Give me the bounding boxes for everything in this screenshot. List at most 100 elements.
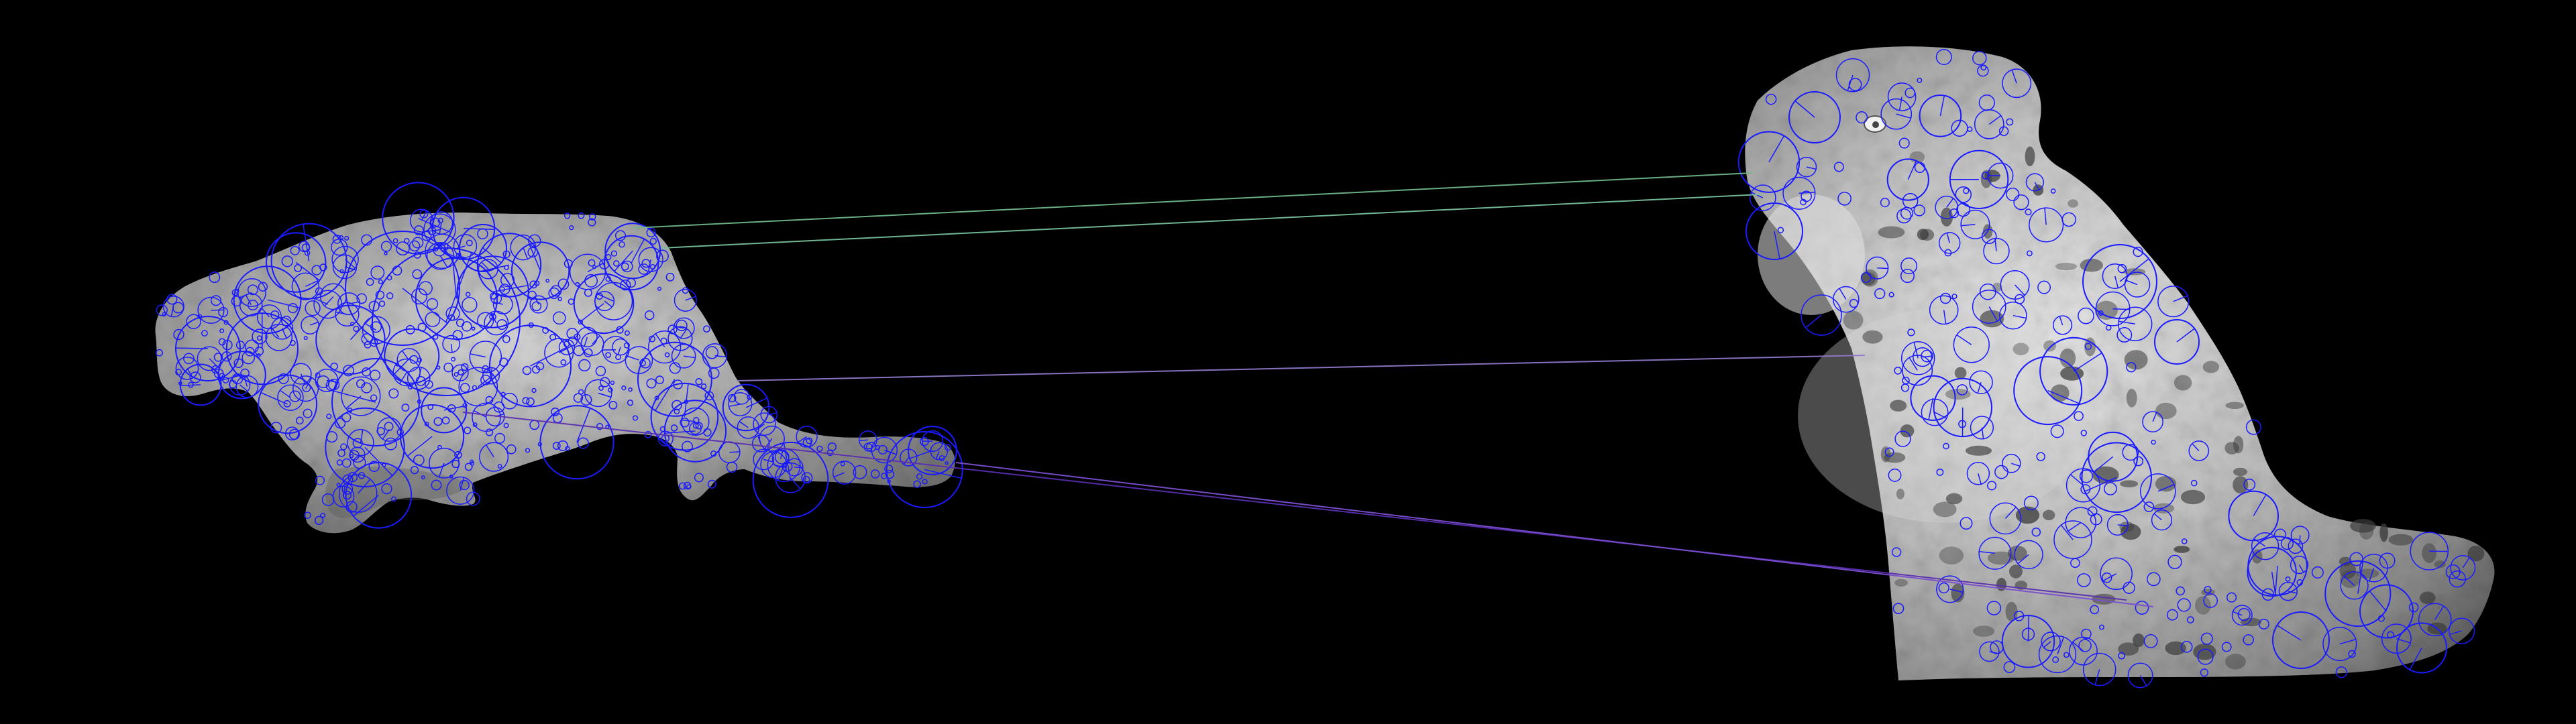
keypoint-orientation (1988, 115, 2002, 125)
left-keypoint (426, 298, 439, 310)
left-keypoint (644, 310, 655, 320)
keypoint-orientation (684, 355, 696, 359)
left-keypoint (277, 384, 304, 411)
right-keypoint (1938, 232, 1961, 254)
left-keypoint (476, 233, 542, 298)
right-keypoint (2381, 623, 2412, 654)
left-keypoint (667, 326, 693, 351)
fur-spot (1945, 493, 1963, 505)
left-keypoint (608, 400, 618, 410)
right-keypoint (2098, 310, 2104, 316)
left-keypoint (288, 303, 299, 314)
left-keypoint (304, 249, 311, 256)
keypoint-orientation (680, 328, 688, 339)
left-keypoint (774, 449, 790, 465)
left-keypoint (621, 262, 629, 271)
right-keypoint (2078, 639, 2092, 652)
fur-spot (1900, 424, 1915, 438)
keypoint-orientation (326, 379, 338, 383)
right-keypoint (1749, 184, 1776, 211)
left-keypoint (500, 391, 506, 398)
left-keypoint (802, 438, 812, 448)
fur-spot (2195, 596, 2211, 615)
fur-spot (2133, 634, 2145, 648)
left-keypoint (870, 469, 880, 479)
left-keypoint (614, 230, 627, 241)
left-keypoints (156, 182, 963, 529)
keypoint-orientation (584, 337, 588, 347)
fur-spot (2180, 489, 2206, 505)
left-keypoint (945, 461, 949, 465)
right-keypoint (2200, 632, 2213, 645)
left-keypoint (448, 314, 455, 321)
right-keypoint (2335, 666, 2348, 678)
left-keypoint (580, 394, 592, 406)
left-keypoint (871, 436, 898, 464)
left-keypoint (418, 281, 433, 296)
left-keypoint (648, 330, 682, 364)
right-keypoint (1888, 292, 1894, 298)
left-keypoint (535, 362, 545, 371)
left-keypoint (580, 332, 604, 356)
right-keypoint (2002, 68, 2032, 99)
left-keypoint (816, 445, 823, 452)
left-keypoint (506, 444, 517, 455)
fur-spot (2123, 268, 2146, 276)
fur-spot (2467, 546, 2485, 562)
left-keypoint (551, 407, 560, 416)
right-keypoint (1891, 547, 1902, 557)
right-keypoint (1939, 292, 1951, 304)
left-keypoint (584, 379, 612, 408)
left-keypoint (270, 310, 280, 320)
right-keypoint (1833, 162, 1844, 172)
keypoint-orientation (755, 423, 765, 432)
right-keypoint (2104, 482, 2117, 495)
right-keypoint (2003, 661, 2016, 673)
right-keypoint (2340, 571, 2369, 600)
left-keypoint (500, 273, 515, 288)
left-keypoint (708, 367, 720, 379)
right-keypoint (2050, 424, 2064, 438)
right-keypoint (2448, 617, 2475, 644)
keypoint-orientation (470, 353, 486, 358)
fur-spot (2068, 199, 2078, 208)
right-keypoint (2002, 454, 2021, 473)
fur-spot (2060, 366, 2084, 381)
left-keypoint (705, 346, 719, 359)
right-keypoint (2226, 592, 2237, 603)
keypoint-orientation (460, 477, 465, 491)
left-leopard-shadow (325, 467, 470, 518)
right-keypoint (2063, 652, 2070, 658)
right-keypoint (1886, 158, 1929, 201)
left-keypoint (528, 234, 541, 247)
keypoint-orientation (1979, 550, 1995, 554)
right-keypoint (2100, 557, 2133, 591)
left-keypoint (641, 259, 651, 268)
right-keypoint (2069, 636, 2098, 666)
left-keypoint (588, 213, 596, 221)
left-keypoint (384, 437, 397, 450)
right-keypoint (2065, 468, 2100, 503)
right-keypoint (1955, 186, 1972, 203)
right-keypoint (2190, 479, 2198, 487)
right-keypoint (2025, 208, 2032, 216)
keypoint-orientation (1961, 224, 1976, 227)
left-keypoint (499, 284, 511, 295)
right-keypoint (1900, 268, 1915, 284)
keypoint-orientation (1956, 334, 1972, 345)
left-keypoint (156, 304, 168, 316)
left-keypoint (452, 330, 463, 341)
left-keypoint (558, 339, 576, 356)
right-keypoint (1913, 204, 1925, 217)
left-keypoint (557, 440, 568, 451)
fur-spot (2174, 546, 2190, 553)
left-keypoint (472, 422, 478, 428)
keypoint-orientation (2276, 625, 2302, 641)
right-keypoint (1983, 237, 2010, 265)
left-keypoint (751, 434, 770, 452)
left-keypoint (920, 436, 929, 446)
keypoint-orientation (1877, 267, 1888, 269)
keypoint-orientation (684, 383, 689, 417)
left-keypoint (336, 459, 343, 466)
